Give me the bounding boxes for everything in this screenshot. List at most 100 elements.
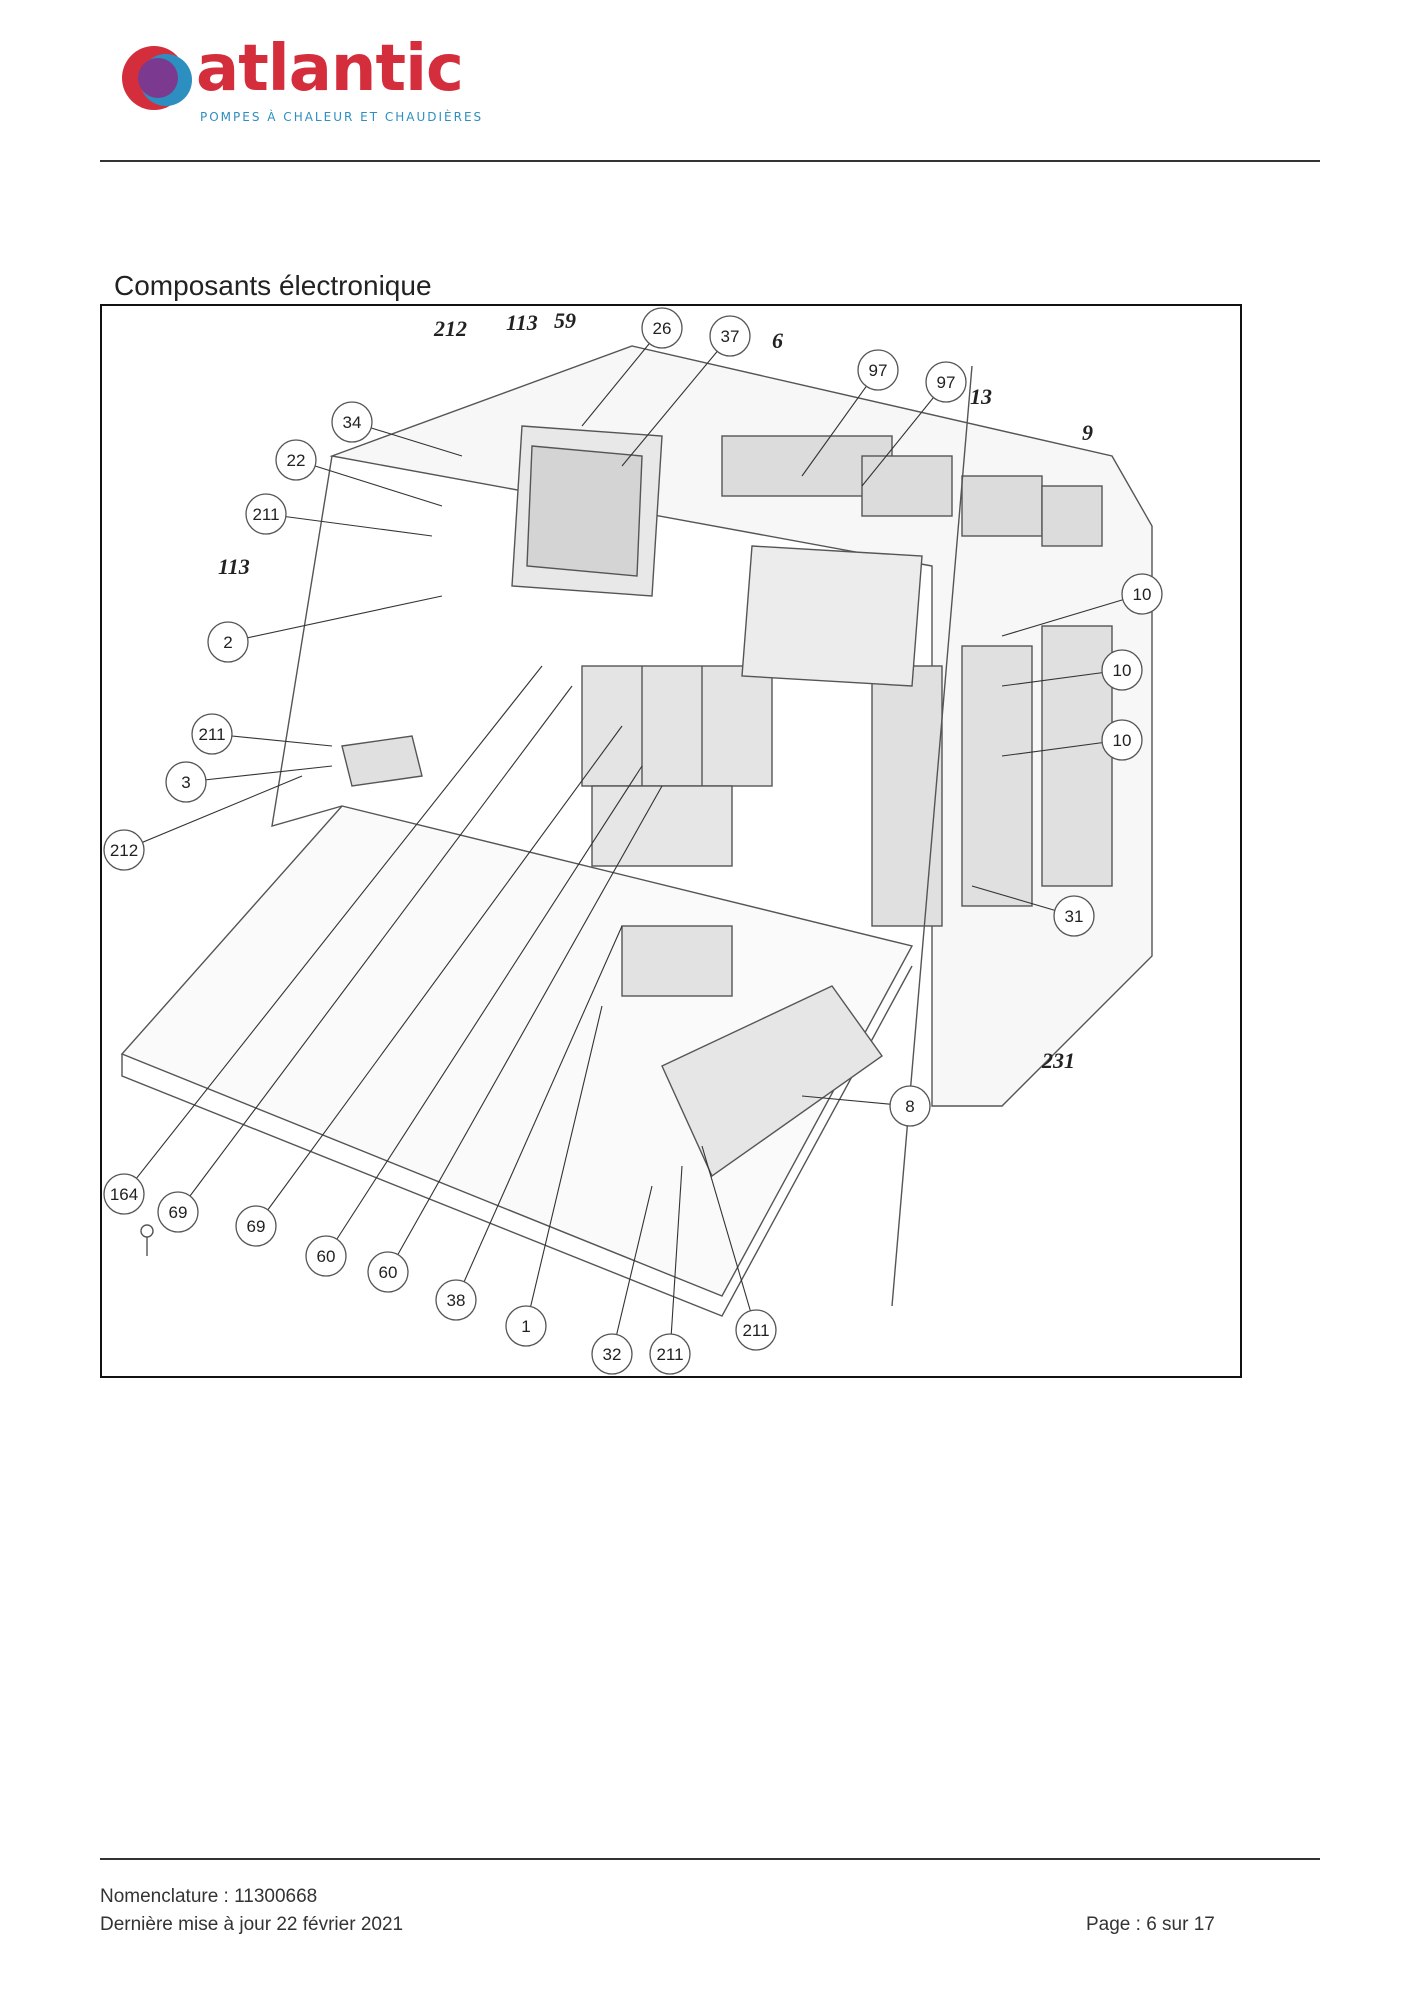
callout-label: 32 <box>603 1345 622 1364</box>
callout-label: 211 <box>198 725 225 744</box>
leader-line <box>185 765 333 783</box>
leader-line <box>801 369 879 477</box>
leader-line <box>525 1005 603 1327</box>
callout-label: 2 <box>223 633 232 652</box>
callout-circle <box>275 439 317 481</box>
leader-line <box>455 925 623 1301</box>
callout-circle <box>1101 649 1143 691</box>
callout-label: 8 <box>905 1097 914 1116</box>
part-label-113: 113 <box>218 554 250 579</box>
callout-circle <box>235 1205 277 1247</box>
part-label-59: 59 <box>554 308 576 333</box>
brand-name: atlantic <box>196 32 464 106</box>
footer-page: Page : 6 sur 17 <box>1086 1914 1215 1935</box>
leader-line <box>669 1165 683 1355</box>
callout-69: 69 <box>235 1205 277 1247</box>
footer-updated: Dernière mise à jour 22 février 2021 <box>100 1914 404 1935</box>
callout-label: 211 <box>252 505 279 524</box>
header-rule <box>100 160 1320 162</box>
leader-line <box>227 595 443 643</box>
callout-circle <box>305 1235 347 1277</box>
callout-label: 10 <box>1133 585 1152 604</box>
callout-label: 22 <box>287 451 306 470</box>
leader-line <box>123 665 543 1195</box>
callout-10: 10 <box>1101 719 1143 761</box>
leader-line <box>861 381 947 487</box>
callout-211: 211 <box>191 713 233 755</box>
callout-label: 1 <box>521 1317 530 1336</box>
leader-line <box>701 1145 757 1331</box>
part-label-113: 113 <box>506 310 538 335</box>
callout-211: 211 <box>649 1333 691 1375</box>
callout-31: 31 <box>1053 895 1095 937</box>
footer-nomenclature: Nomenclature : 11300668 <box>100 1886 318 1907</box>
callout-22: 22 <box>275 439 317 481</box>
leader-line <box>325 765 643 1257</box>
callout-circle <box>191 713 233 755</box>
callout-label: 60 <box>317 1247 336 1266</box>
callout-label: 10 <box>1113 661 1132 680</box>
callout-label: 10 <box>1113 731 1132 750</box>
brand-logo: atlantic POMPES À CHALEUR ET CHAUDIÈRES <box>112 32 492 128</box>
callout-circle <box>245 493 287 535</box>
brand-tagline: POMPES À CHALEUR ET CHAUDIÈRES <box>200 110 484 124</box>
callout-label: 211 <box>742 1321 769 1340</box>
callout-32: 32 <box>591 1333 633 1375</box>
callout-164: 164 <box>103 1173 145 1215</box>
callout-37: 37 <box>709 315 751 357</box>
callout-label: 26 <box>653 319 672 338</box>
callout-97: 97 <box>857 349 899 391</box>
callout-circle <box>889 1085 931 1127</box>
section-title: Composants électronique <box>114 270 432 301</box>
callout-211: 211 <box>245 493 287 535</box>
callout-label: 31 <box>1065 907 1084 926</box>
callout-circle <box>735 1309 777 1351</box>
leader-line <box>255 725 623 1227</box>
logo-mark-icon <box>122 46 192 110</box>
part-label-13: 13 <box>970 384 992 409</box>
callout-circle <box>649 1333 691 1375</box>
callout-label: 211 <box>656 1345 683 1364</box>
callout-circle <box>925 361 967 403</box>
part-label-212: 212 <box>433 316 467 341</box>
callout-211: 211 <box>735 1309 777 1351</box>
callout-label: 60 <box>379 1263 398 1282</box>
leader-line <box>621 335 731 467</box>
callout-69: 69 <box>157 1191 199 1233</box>
callout-212: 212 <box>103 829 145 871</box>
leader-line <box>611 1185 653 1355</box>
callout-circle <box>331 401 373 443</box>
callout-2: 2 <box>207 621 249 663</box>
callout-label: 3 <box>181 773 190 792</box>
footer-rule <box>100 1858 1320 1860</box>
callout-circle <box>103 829 145 871</box>
callout-label: 164 <box>110 1185 138 1204</box>
callout-label: 69 <box>169 1203 188 1222</box>
callout-label: 34 <box>343 413 362 432</box>
part-label-9: 9 <box>1082 420 1093 445</box>
callout-circle <box>103 1173 145 1215</box>
callout-label: 37 <box>721 327 740 346</box>
callout-10: 10 <box>1101 649 1143 691</box>
callout-label: 212 <box>110 841 138 860</box>
callout-circle <box>505 1305 547 1347</box>
callout-circle <box>435 1279 477 1321</box>
callout-60: 60 <box>367 1251 409 1293</box>
callout-38: 38 <box>435 1279 477 1321</box>
callout-circle <box>1101 719 1143 761</box>
leader-line <box>265 513 433 537</box>
italic-label-layer: 212 113 59 6 13 9 113 2 31 <box>218 308 1093 1073</box>
callout-circle <box>641 307 683 349</box>
callout-3: 3 <box>165 761 207 803</box>
callout-circle <box>1053 895 1095 937</box>
callout-circle <box>367 1251 409 1293</box>
leader-line <box>1001 593 1143 637</box>
callout-circle <box>857 349 899 391</box>
leader-line <box>123 775 303 851</box>
part-label-6: 6 <box>772 328 783 353</box>
diagram-drawing <box>120 345 1153 1317</box>
callout-label: 97 <box>937 373 956 392</box>
callout-label: 38 <box>447 1291 466 1310</box>
leader-line <box>581 327 663 427</box>
